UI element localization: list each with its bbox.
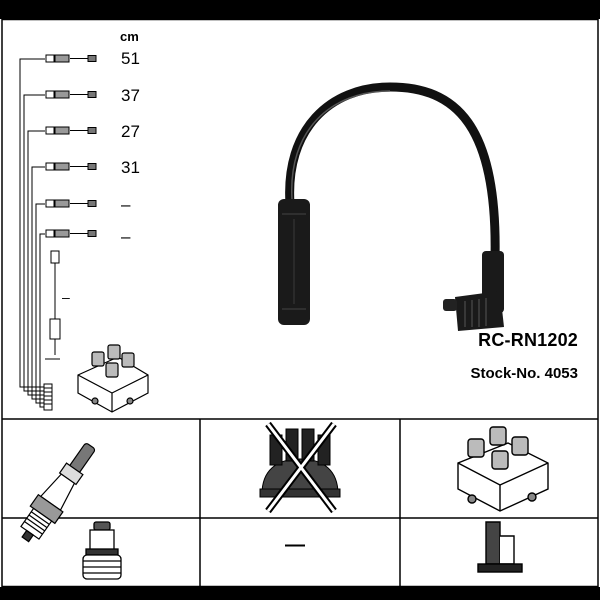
cable-set-diagram — [19, 54, 97, 411]
ignition-cable-icon — [278, 82, 504, 331]
part-number: RC-RN1202 — [478, 330, 578, 350]
plug-connector-icon — [82, 521, 122, 580]
grid-middle-value: — — [285, 534, 305, 556]
spark-plug-icon — [20, 443, 96, 543]
product-sheet: cm 51 37 27 31 – – – RC-RN1202 Stock-No.… — [0, 19, 600, 587]
terminal-icon — [477, 521, 523, 573]
unit-label: cm — [120, 29, 139, 44]
cable-length-2: 37 — [121, 86, 140, 105]
bottom-border — [0, 587, 600, 600]
cable-length-5: – — [121, 195, 131, 214]
stock-number: Stock-No. 4053 — [470, 365, 578, 382]
cable-length-6: – — [121, 227, 131, 246]
cable-length-1: 51 — [121, 49, 140, 68]
suppressor-lead-value: – — [62, 289, 70, 305]
ignition-coil-icon — [457, 426, 549, 512]
coil-pack-small-icon — [77, 344, 149, 413]
frame-lines — [1, 19, 599, 587]
coil-end-connectors — [43, 383, 53, 411]
angled-boot — [443, 251, 504, 331]
distributor-cap-crossed-icon — [259, 421, 341, 514]
sheet-drawing — [1, 19, 599, 587]
outer-frame — [1, 19, 599, 587]
suppressor-lead — [45, 250, 61, 360]
cable-length-3: 27 — [121, 122, 140, 141]
cable-length-4: 31 — [121, 158, 140, 177]
top-border — [0, 0, 600, 19]
cable-terminals — [45, 54, 97, 238]
